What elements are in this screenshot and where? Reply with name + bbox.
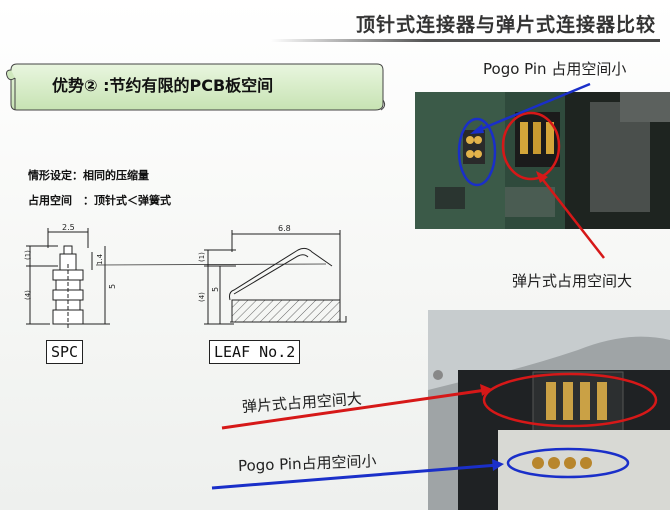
spc-label: SPC <box>46 340 84 364</box>
banner-title: 优势② :节约有限的PCB板空间 <box>52 76 274 95</box>
scroll-banner <box>6 63 386 111</box>
leaf-dim-1: (1) <box>198 252 206 262</box>
leaf-large-space-label-top: 弹片式占用空间大 <box>512 272 633 290</box>
spc-dim-4: (4) <box>24 290 32 300</box>
leaf-dim-5: 5 <box>211 287 220 292</box>
spc-width-dim: 2.5 <box>62 223 75 232</box>
spc-dim-1: (1) <box>24 250 32 260</box>
spc-dim-5: 5 <box>108 284 117 289</box>
header-divider <box>270 39 660 42</box>
leaf-width-dim: 6.8 <box>278 224 291 233</box>
spc-connector-drawing: 2.5 (1) (4) 1.4 5 <box>24 223 117 330</box>
condition-text: 情形设定：相同的压缩量 <box>28 169 149 182</box>
reference-line <box>96 263 326 266</box>
leaf-label: LEAF No.2 <box>209 340 301 364</box>
page-title: 顶针式连接器与弹片式连接器比较 <box>355 14 656 36</box>
leaf-connector-drawing: 6.8 (1) (4) 5 <box>198 224 347 325</box>
phone-photo-bottom <box>428 310 670 510</box>
spc-dim-14: 1.4 <box>96 253 104 265</box>
pcb-photo-top <box>415 92 670 229</box>
leaf-dim-4: (4) <box>198 292 206 302</box>
pogo-small-space-label-top: Pogo Pin 占用空间小 <box>483 60 627 78</box>
space-comparison-text: 占用空间 ：顶针式＜弹簧式 <box>28 194 171 207</box>
